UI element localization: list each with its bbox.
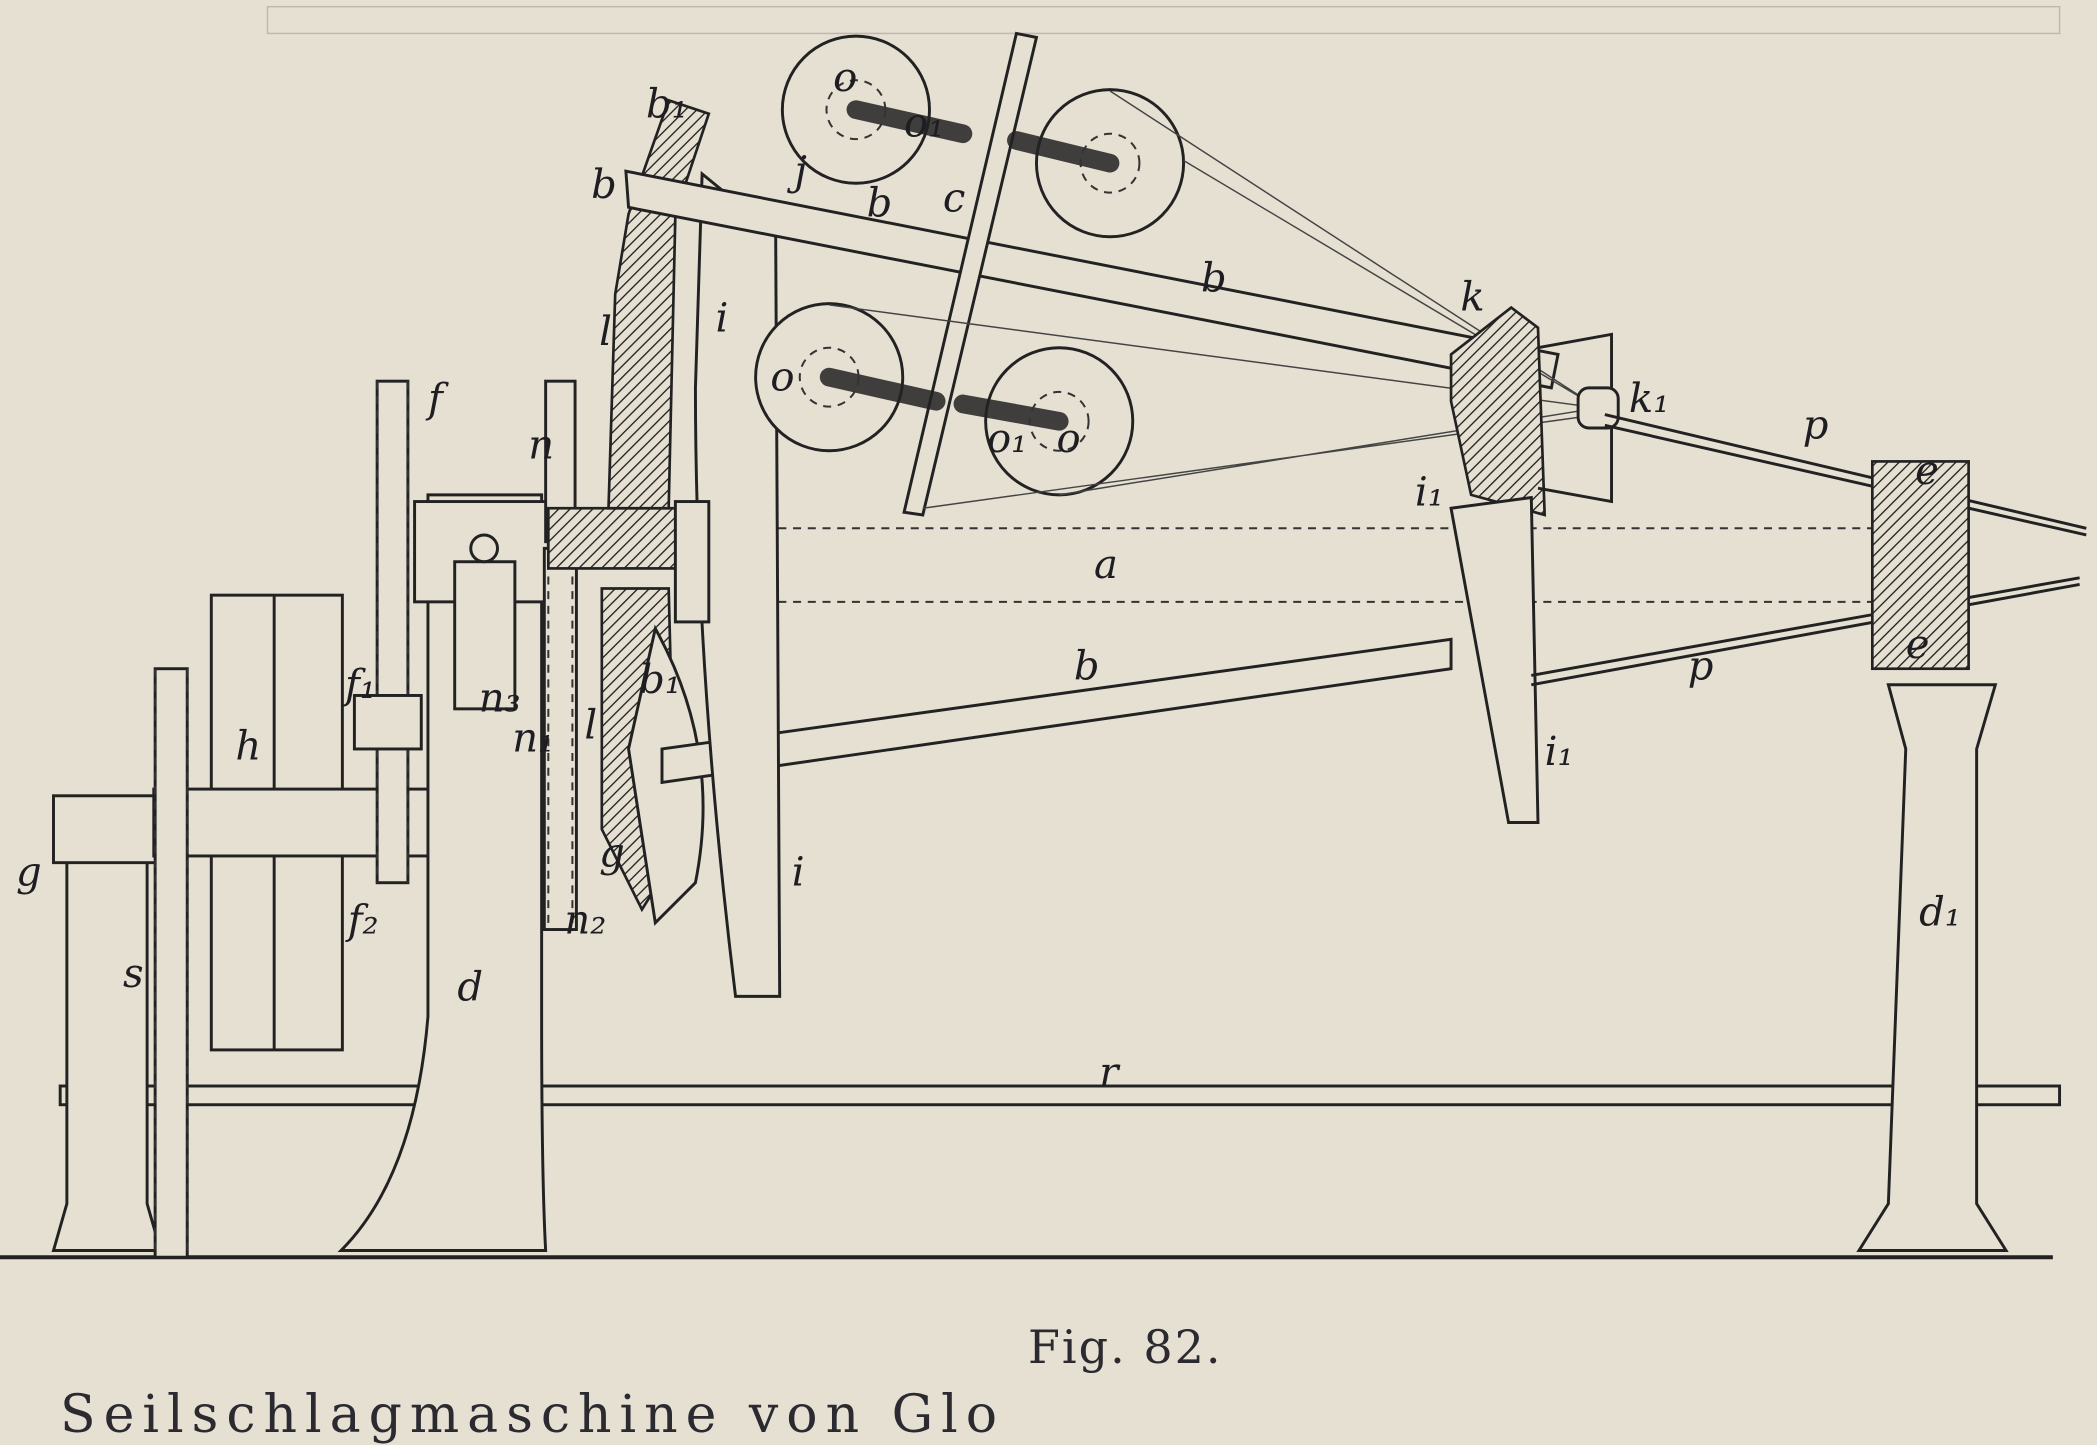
label-e-low: e — [1906, 622, 1930, 668]
following-text: Seilschlagmaschine von Glo — [60, 1385, 1006, 1445]
label-n1: n₁ — [512, 716, 554, 762]
gear-f — [375, 379, 410, 885]
label-f2: f₂ — [345, 898, 379, 944]
label-i1-top: i₁ — [1415, 470, 1444, 516]
label-l-low: l — [584, 702, 597, 748]
slide-n3 — [453, 560, 517, 711]
hub-a — [546, 506, 684, 570]
rope-p-bottom — [1531, 576, 2080, 687]
label-i-top: i — [715, 296, 728, 342]
label-k1: k₁ — [1629, 376, 1669, 422]
strand-lines — [829, 90, 1599, 509]
shaft-b-lower — [660, 637, 1453, 785]
arm-b — [624, 169, 1560, 390]
gear-s — [153, 667, 189, 1259]
frame-l — [607, 98, 711, 510]
label-l-top: l — [599, 309, 612, 355]
label-d: d — [457, 964, 483, 1010]
label-f: f — [425, 376, 449, 422]
label-a: a — [1094, 542, 1118, 588]
label-j: j — [786, 149, 806, 195]
label-p-top: p — [1803, 403, 1829, 449]
label-b-arm: b — [1201, 256, 1227, 302]
label-p-low: p — [1688, 643, 1714, 689]
label-f1: f₁ — [342, 662, 376, 708]
label-i-low: i — [792, 849, 805, 895]
label-g-left: g — [16, 849, 42, 895]
gear-f1 — [352, 694, 423, 751]
label-n2: n₂ — [564, 898, 606, 944]
shaft-r — [58, 1084, 2062, 1107]
label-o-bottom-right: o — [1057, 416, 1081, 462]
label-r: r — [1099, 1050, 1121, 1096]
pedestal-g — [51, 807, 163, 1252]
head-k — [1449, 305, 1547, 517]
label-o-bottom-left: o — [770, 355, 794, 401]
label-e-top: e — [1915, 448, 1939, 494]
label-o1-bottom: o₁ — [987, 416, 1027, 462]
closer-k1 — [1576, 386, 1620, 430]
label-c: c — [943, 175, 965, 221]
die-e — [1870, 460, 1970, 671]
disc-i1 — [1449, 495, 1540, 825]
label-n: n — [528, 423, 554, 469]
label-k: k — [1460, 274, 1484, 320]
label-i1-low: i₁ — [1545, 729, 1574, 775]
bearing-g — [52, 794, 162, 865]
label-o1-top: o₁ — [904, 100, 944, 146]
figure-caption: Fig. 82. — [1028, 1320, 1223, 1374]
label-d1: d₁ — [1919, 890, 1961, 936]
label-h: h — [235, 724, 261, 770]
label-o-top-left: o — [833, 55, 857, 101]
label-s: s — [123, 951, 144, 997]
label-b1-low: b₁ — [639, 657, 681, 703]
label-b1-top: b₁ — [646, 82, 688, 128]
machine-drawing: b₁ b j c b b k l i f n o o₁ o o₁ o k₁ p … — [0, 5, 2087, 1260]
label-g-mid: g — [599, 831, 625, 877]
label-b-mid: b — [867, 181, 893, 227]
shaft-a — [675, 527, 1873, 603]
gear-n2 — [542, 546, 578, 932]
label-b-low: b — [1074, 643, 1100, 689]
label-n3: n₃ — [479, 676, 521, 722]
bleed-through — [266, 5, 2061, 35]
rope-p-top — [1604, 413, 2087, 537]
label-b-left: b — [591, 162, 617, 208]
stand-d1 — [1856, 683, 2009, 1252]
part-labels: b₁ b j c b b k l i f n o o₁ o o₁ o k₁ p … — [16, 55, 1961, 1096]
